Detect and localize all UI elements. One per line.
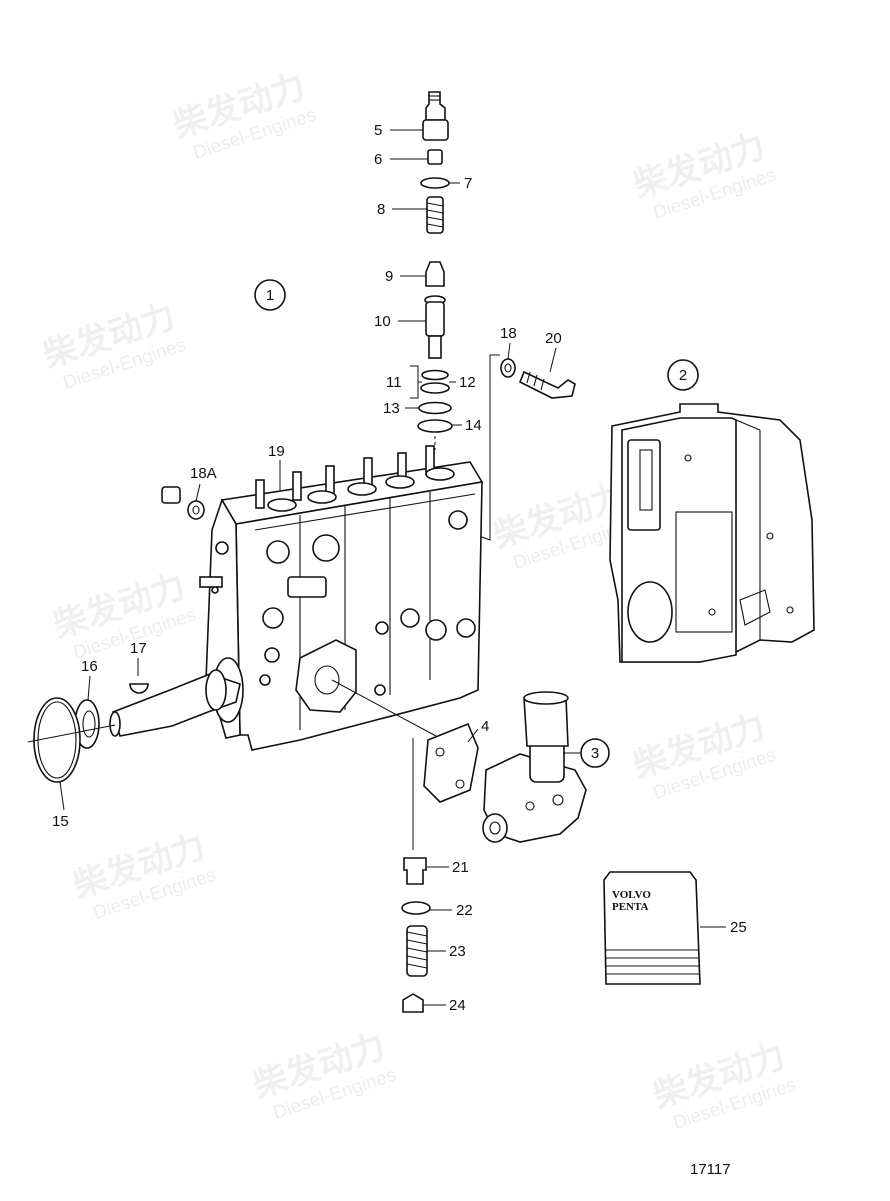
delivery-valve-stack [417,91,453,450]
stud-19 [363,457,373,487]
injection-pump-body [199,445,484,751]
label-13: 13 [383,400,400,417]
plug-24 [402,993,424,1013]
label-19: 19 [268,443,285,460]
lift-pump-flange [295,639,357,713]
label-24: 24 [449,997,466,1014]
gasket-4 [423,722,479,803]
gasket-14 [417,419,453,433]
oring-15 [33,697,81,783]
oring-7 [420,177,450,189]
seat-10 [425,301,445,337]
volvo-penta-manual: VOLVO PENTA [603,871,701,985]
label-20: 20 [545,330,562,347]
label-4: 4 [481,718,489,735]
callout-3: 3 [591,745,599,762]
lift-pump [423,691,587,843]
ring-12 [420,382,450,394]
drawing-number: 17117 [690,1161,731,1178]
label-6: 6 [374,151,382,168]
label-12: 12 [459,374,476,391]
circled-labels: 1 2 3 [254,279,699,768]
washer-18 [500,358,516,378]
label-14: 14 [465,417,482,434]
washer-22 [401,901,431,915]
leader-lines [59,129,726,1006]
callout-circle-1 [254,279,286,311]
fitting-5-base [422,119,449,141]
ring-13 [418,401,452,415]
manual-logo-line1: VOLVO [612,889,651,901]
label-18a: 18A [190,465,217,482]
governor-housing [609,403,815,663]
callout-1: 1 [266,287,274,304]
lower-parts [401,738,431,1013]
label-23: 23 [449,943,466,960]
label-21: 21 [452,859,469,876]
screw-20 [518,370,576,399]
part-21 [403,857,427,885]
manual-logo-line2: PENTA [612,901,649,913]
stud-19 [255,479,265,509]
label-22: 22 [456,902,473,919]
screw-18a [161,486,181,504]
label-17: 17 [130,640,147,657]
label-15: 15 [52,813,69,830]
label-8: 8 [377,201,385,218]
label-9: 9 [385,268,393,285]
label-25: 25 [730,919,747,936]
hand-primer [523,697,569,747]
drive-parts [27,669,241,783]
label-16: 16 [81,658,98,675]
key-17 [129,683,149,694]
washer-18a [187,500,205,520]
stud-19 [292,471,302,501]
label-11: 11 [386,374,402,391]
label-5: 5 [374,122,382,139]
callout-2: 2 [679,367,687,384]
manual-cover [603,871,701,985]
callout-circle-3 [580,738,610,768]
part-6 [427,149,443,165]
label-7: 7 [464,175,472,192]
stud-19 [325,465,335,495]
ring-11 [421,369,449,381]
callout-circle-2 [667,359,699,391]
valve-9 [425,261,445,287]
part-number-labels: 5 6 7 8 9 10 11 12 13 14 15 16 17 18 18A… [52,122,747,1178]
label-10: 10 [374,313,391,330]
label-18: 18 [500,325,517,342]
spring-8 [426,196,444,234]
